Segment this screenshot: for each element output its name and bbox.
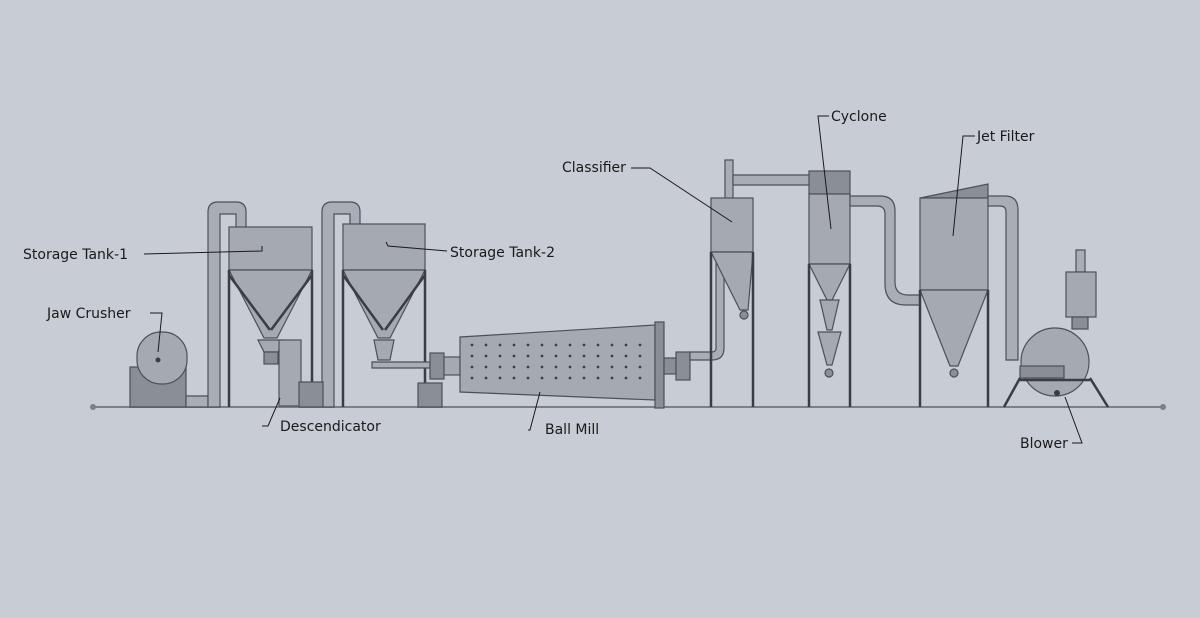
mill-dot (554, 365, 558, 369)
mill-dot (484, 343, 488, 347)
ball-mill-pattern (470, 343, 642, 380)
label-jaw-crusher: Jaw Crusher (46, 306, 131, 322)
mill-dot (582, 343, 586, 347)
ground-line (90, 404, 1166, 410)
mill-dot (596, 343, 600, 347)
mill-dot (610, 365, 614, 369)
mill-dot (554, 354, 558, 358)
label-storage-tank-2: Storage Tank-2 (450, 245, 555, 261)
mill-dot (624, 365, 628, 369)
mill-dot (596, 376, 600, 380)
mill-dot (638, 365, 642, 369)
storage-tank-1 (227, 226, 314, 407)
jet-filter (918, 183, 1019, 407)
label-jet-filter: Jet Filter (976, 129, 1035, 145)
mill-dot (498, 365, 502, 369)
label-storage-tank-1: Storage Tank-1 (23, 247, 128, 263)
mill-dot (568, 365, 572, 369)
mill-dot (498, 354, 502, 358)
classifier (709, 159, 816, 407)
mill-dot (470, 354, 474, 358)
mill-dot (512, 343, 516, 347)
mill-dot (526, 343, 530, 347)
mill-dot (610, 343, 614, 347)
descendicator (257, 339, 324, 408)
mill-dot (484, 354, 488, 358)
storage-tank-2 (341, 223, 431, 407)
mill-dot (540, 343, 544, 347)
mill-dot (624, 343, 628, 347)
mill-dot (610, 376, 614, 380)
mill-dot (568, 354, 572, 358)
label-classifier: Classifier (562, 160, 626, 176)
mill-dot (596, 354, 600, 358)
mill-dot (610, 354, 614, 358)
mill-dot (470, 365, 474, 369)
mill-dot (582, 354, 586, 358)
mill-dot (526, 376, 530, 380)
mill-dot (638, 343, 642, 347)
mill-dot (568, 376, 572, 380)
mill-dot (582, 376, 586, 380)
mill-dot (512, 354, 516, 358)
mill-dot (498, 376, 502, 380)
mill-dot (582, 365, 586, 369)
ball-mill (417, 321, 691, 409)
label-cyclone: Cyclone (831, 109, 887, 125)
mill-dot (484, 365, 488, 369)
mill-dot (526, 365, 530, 369)
mill-dot (498, 343, 502, 347)
mill-dot (638, 376, 642, 380)
mill-dot (540, 354, 544, 358)
mill-dot (470, 376, 474, 380)
pipe-mill-to-classifier (689, 259, 725, 361)
cyclone (807, 170, 921, 407)
labels: Jaw Crusher Storage Tank-1 Storage Tank-… (23, 109, 1068, 452)
leader-lines (143, 115, 1083, 444)
mill-dot (554, 376, 558, 380)
mill-dot (526, 354, 530, 358)
jaw-crusher (129, 331, 209, 408)
mill-dot (540, 365, 544, 369)
mill-dot (512, 376, 516, 380)
label-descendicator: Descendicator (280, 419, 381, 435)
mill-dot (540, 376, 544, 380)
mill-dot (470, 343, 474, 347)
label-ball-mill: Ball Mill (545, 422, 599, 438)
mill-dot (624, 354, 628, 358)
mill-dot (568, 343, 572, 347)
mill-dot (596, 365, 600, 369)
mill-dot (484, 376, 488, 380)
blower (1002, 249, 1110, 408)
label-blower: Blower (1020, 436, 1068, 452)
mill-dot (624, 376, 628, 380)
mill-dot (554, 343, 558, 347)
mill-dot (512, 365, 516, 369)
mill-dot (638, 354, 642, 358)
